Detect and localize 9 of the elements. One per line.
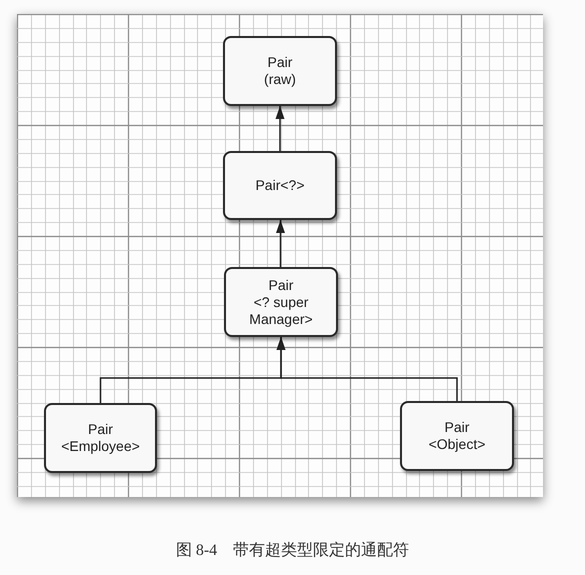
class-box: Pair<?> [223,151,337,220]
arrow [276,220,285,267]
arrow [276,337,458,401]
class-box: Pair <Object> [400,401,514,471]
class-box: Pair (raw) [223,36,337,106]
arrow [276,106,284,151]
class-box: Pair <? super Manager> [224,267,338,337]
class-box: Pair <Employee> [44,403,157,473]
figure-caption: 图 8-4 带有超类型限定的通配符 [176,540,410,561]
